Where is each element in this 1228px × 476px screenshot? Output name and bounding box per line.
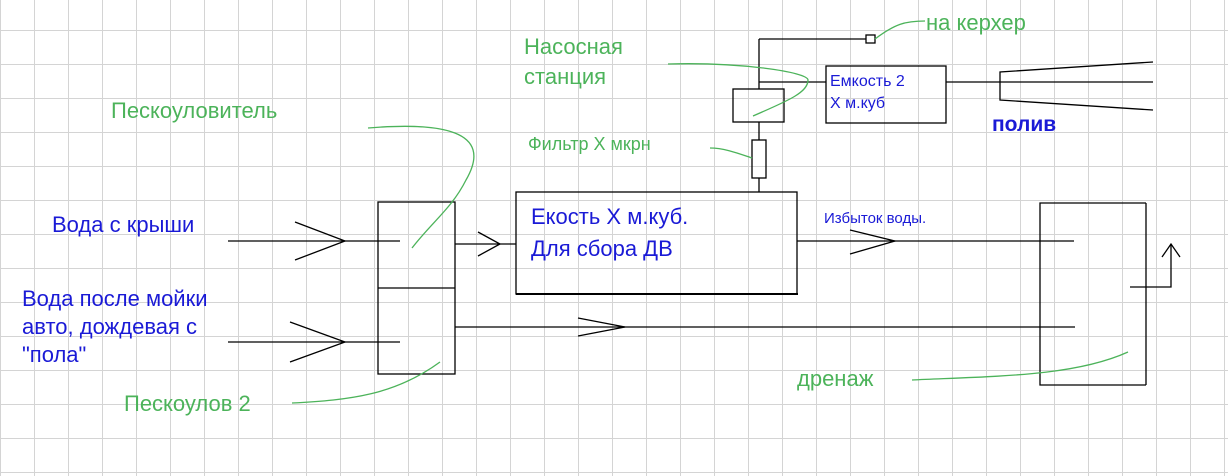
wash-water-label-line1: Вода после мойки [22, 286, 208, 311]
pump-station-callout [667, 63, 809, 117]
wash-water-label-line3: "пола" [22, 342, 87, 367]
wash-water-arrow [289, 321, 347, 363]
tank2-box [825, 65, 947, 124]
main-tank-label-line1: Екость Х м.куб. [531, 204, 689, 229]
watering-nozzle [999, 61, 1154, 111]
drainage-label: дренаж [797, 366, 874, 391]
sand-trap-label: Пескоуловитель [111, 98, 278, 123]
watering-label: полив [992, 113, 1057, 136]
tank2-label-line2: Х м.куб [830, 95, 886, 112]
filter-label: Фильтр Х мкрн [528, 134, 651, 154]
pump-station-label-line2: станция [524, 64, 607, 89]
drainage-callout [911, 351, 1129, 381]
tank2-label-line1: Емкость 2 [830, 73, 905, 90]
drainage-well [1039, 202, 1146, 386]
karcher-callout [874, 20, 926, 40]
sand-trap-2-callout [291, 361, 441, 404]
drainage-outlet [1130, 244, 1172, 288]
karcher-label: на керхер [926, 10, 1026, 35]
excess-water-label: Избыток воды. [824, 210, 927, 227]
filter-callout [709, 147, 753, 159]
main-tank-label-line2: Для сбора ДВ [531, 236, 673, 261]
wash-water-label-line2: авто, дождевая с [22, 314, 198, 339]
karcher-connector [865, 34, 876, 44]
roof-water-label: Вода с крыши [52, 212, 195, 237]
pump-station-label-line1: Насосная [524, 34, 623, 59]
sand-trap-2-label: Пескоулов 2 [124, 391, 251, 416]
sand-trap-callout [367, 125, 475, 249]
roof-water-arrow [294, 221, 347, 261]
filter-box [751, 139, 767, 179]
